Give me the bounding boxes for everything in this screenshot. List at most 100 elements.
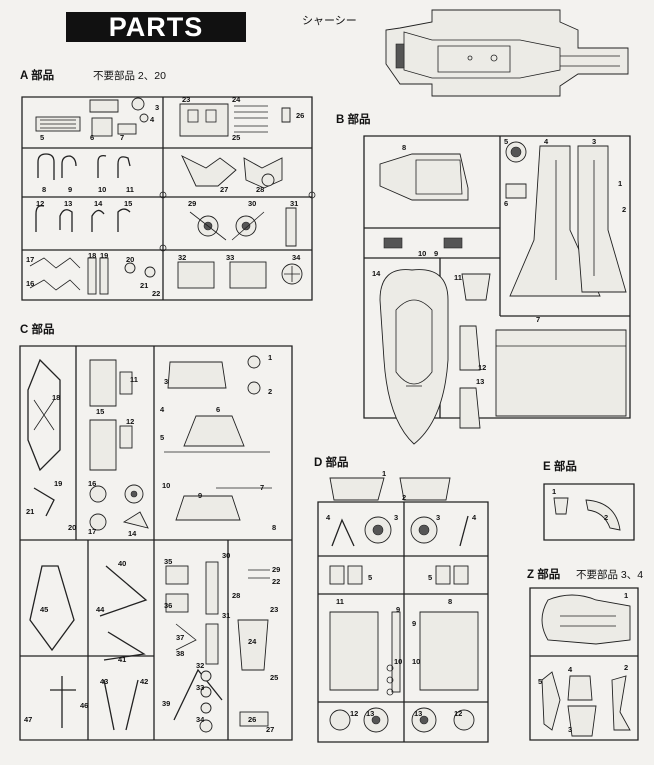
svg-text:16: 16 bbox=[88, 479, 96, 488]
svg-text:32: 32 bbox=[196, 661, 204, 670]
chassis-drawing bbox=[385, 9, 629, 97]
svg-text:25: 25 bbox=[232, 133, 240, 142]
svg-text:24: 24 bbox=[232, 95, 241, 104]
svg-text:30: 30 bbox=[222, 551, 230, 560]
tree-z bbox=[529, 587, 639, 741]
svg-text:40: 40 bbox=[118, 559, 126, 568]
svg-text:26: 26 bbox=[296, 111, 304, 120]
svg-text:24: 24 bbox=[248, 637, 257, 646]
svg-text:22: 22 bbox=[152, 289, 160, 298]
svg-text:2: 2 bbox=[402, 493, 406, 502]
svg-text:12: 12 bbox=[36, 199, 44, 208]
svg-text:39: 39 bbox=[162, 699, 170, 708]
svg-text:18: 18 bbox=[88, 251, 96, 260]
svg-text:4: 4 bbox=[326, 513, 331, 522]
tree-a bbox=[21, 96, 316, 301]
svg-text:41: 41 bbox=[118, 655, 126, 664]
svg-text:46: 46 bbox=[80, 701, 88, 710]
svg-text:9: 9 bbox=[412, 619, 416, 628]
svg-text:10: 10 bbox=[412, 657, 420, 666]
tree-e bbox=[543, 483, 635, 541]
svg-text:5: 5 bbox=[538, 677, 542, 686]
tree-e-label: E 部品 bbox=[543, 461, 577, 473]
svg-text:2: 2 bbox=[624, 663, 628, 672]
svg-text:4: 4 bbox=[472, 513, 477, 522]
svg-text:43: 43 bbox=[100, 677, 108, 686]
svg-text:3: 3 bbox=[568, 725, 572, 734]
svg-text:34: 34 bbox=[292, 253, 301, 262]
svg-text:27: 27 bbox=[266, 725, 274, 734]
tree-z-note: 不要部品 3、4 bbox=[576, 569, 644, 581]
svg-text:9: 9 bbox=[396, 605, 400, 614]
svg-text:7: 7 bbox=[260, 483, 264, 492]
svg-text:3: 3 bbox=[592, 137, 596, 146]
svg-text:1: 1 bbox=[268, 353, 272, 362]
svg-text:33: 33 bbox=[196, 683, 204, 692]
svg-text:18: 18 bbox=[52, 393, 60, 402]
svg-text:3: 3 bbox=[164, 377, 168, 386]
svg-text:28: 28 bbox=[232, 591, 240, 600]
svg-text:9: 9 bbox=[68, 185, 72, 194]
svg-text:6: 6 bbox=[216, 405, 220, 414]
page-title: PARTS bbox=[66, 12, 246, 42]
svg-text:29: 29 bbox=[272, 565, 280, 574]
svg-text:32: 32 bbox=[178, 253, 186, 262]
svg-text:35: 35 bbox=[164, 557, 172, 566]
svg-text:13: 13 bbox=[414, 709, 422, 718]
svg-text:12: 12 bbox=[350, 709, 358, 718]
svg-text:47: 47 bbox=[24, 715, 32, 724]
tree-b-label: B 部品 bbox=[336, 114, 371, 126]
svg-text:45: 45 bbox=[40, 605, 48, 614]
svg-text:9: 9 bbox=[198, 491, 202, 500]
svg-text:4: 4 bbox=[544, 137, 549, 146]
svg-text:2: 2 bbox=[622, 205, 626, 214]
svg-text:15: 15 bbox=[96, 407, 104, 416]
svg-text:16: 16 bbox=[26, 279, 34, 288]
svg-text:2: 2 bbox=[268, 387, 272, 396]
svg-text:4: 4 bbox=[568, 665, 573, 674]
svg-text:37: 37 bbox=[176, 633, 184, 642]
tree-c bbox=[19, 345, 293, 741]
svg-text:1: 1 bbox=[618, 179, 622, 188]
svg-text:13: 13 bbox=[366, 709, 374, 718]
svg-text:25: 25 bbox=[270, 673, 278, 682]
svg-text:12: 12 bbox=[126, 417, 134, 426]
svg-text:29: 29 bbox=[188, 199, 196, 208]
svg-text:22: 22 bbox=[272, 577, 280, 586]
svg-text:4: 4 bbox=[160, 405, 165, 414]
svg-text:5: 5 bbox=[368, 573, 372, 582]
svg-text:6: 6 bbox=[504, 199, 508, 208]
svg-text:21: 21 bbox=[140, 281, 148, 290]
svg-text:31: 31 bbox=[290, 199, 298, 208]
svg-text:23: 23 bbox=[182, 95, 190, 104]
svg-text:14: 14 bbox=[94, 199, 103, 208]
svg-text:12: 12 bbox=[454, 709, 462, 718]
svg-text:28: 28 bbox=[256, 185, 264, 194]
svg-text:9: 9 bbox=[434, 249, 438, 258]
svg-text:1: 1 bbox=[624, 591, 628, 600]
svg-text:34: 34 bbox=[196, 715, 205, 724]
svg-text:13: 13 bbox=[476, 377, 484, 386]
tree-d-label: D 部品 bbox=[314, 457, 349, 469]
svg-text:30: 30 bbox=[248, 199, 256, 208]
tree-d bbox=[317, 477, 489, 743]
svg-text:11: 11 bbox=[126, 185, 134, 194]
svg-text:5: 5 bbox=[40, 133, 44, 142]
svg-text:19: 19 bbox=[100, 251, 108, 260]
svg-text:7: 7 bbox=[120, 133, 124, 142]
svg-text:7: 7 bbox=[536, 315, 540, 324]
svg-text:1: 1 bbox=[552, 487, 556, 496]
tree-b bbox=[363, 135, 631, 445]
svg-text:14: 14 bbox=[128, 529, 137, 538]
svg-text:5: 5 bbox=[160, 433, 164, 442]
svg-text:20: 20 bbox=[126, 255, 134, 264]
svg-text:10: 10 bbox=[98, 185, 106, 194]
svg-text:8: 8 bbox=[272, 523, 276, 532]
svg-text:3: 3 bbox=[155, 103, 159, 112]
tree-c-label: C 部品 bbox=[20, 324, 55, 336]
svg-text:3: 3 bbox=[436, 513, 440, 522]
svg-text:11: 11 bbox=[336, 597, 344, 606]
svg-text:42: 42 bbox=[140, 677, 148, 686]
